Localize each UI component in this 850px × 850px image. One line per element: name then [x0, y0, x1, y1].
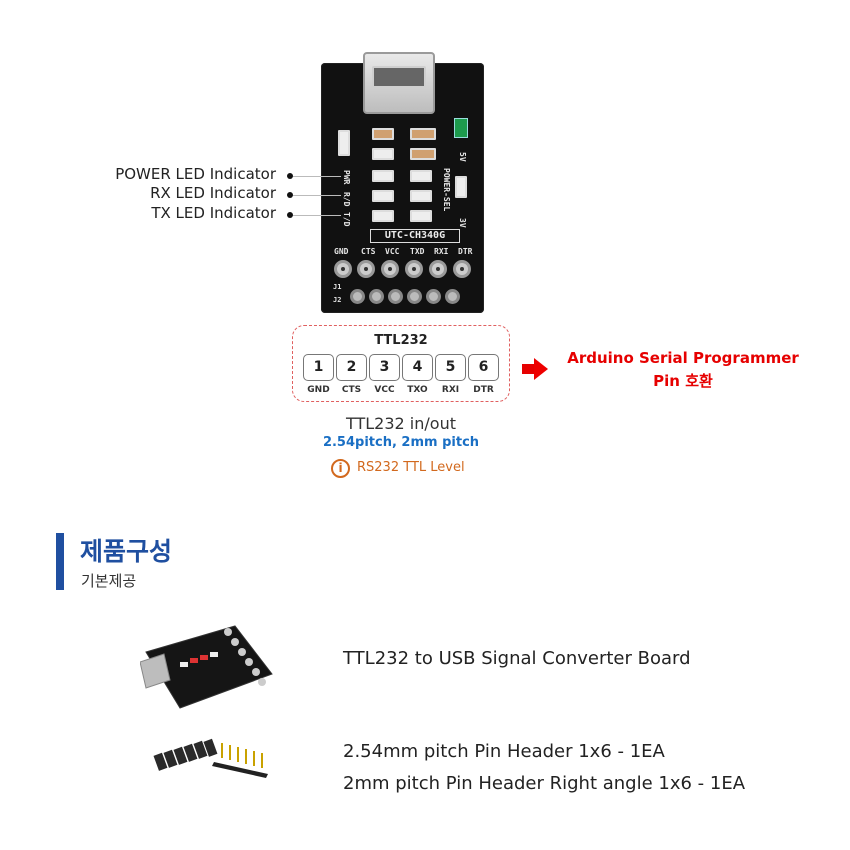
silk-5v-label: 5V	[458, 152, 467, 162]
section-subtitle: 기본제공	[81, 572, 137, 590]
compat-text-line2: Pin 호환	[653, 372, 713, 390]
component	[410, 148, 436, 160]
component	[372, 190, 394, 202]
component	[338, 130, 350, 156]
chip-label: UTC-CH340G	[370, 229, 460, 243]
component	[372, 210, 394, 222]
converter-board-image	[140, 625, 273, 709]
ttl232-pinout-box	[292, 325, 510, 402]
header-label-rxi: RXI	[434, 247, 449, 256]
callout-dot	[287, 212, 293, 218]
header-pad	[369, 289, 384, 304]
header-pad	[407, 289, 422, 304]
inout-text: TTL232 in/out	[346, 414, 456, 433]
pin-label: GND	[307, 385, 330, 395]
callout-tx-led: TX LED Indicator	[151, 204, 276, 222]
header-label-txd: TXD	[410, 247, 425, 256]
callout-power-led: POWER LED Indicator	[115, 165, 276, 183]
pin-label: VCC	[374, 385, 395, 395]
info-icon-glyph: i	[338, 461, 343, 475]
section-accent-bar	[56, 533, 64, 590]
component	[410, 128, 436, 140]
callout-wire	[293, 176, 341, 177]
pin-number: 2	[336, 354, 367, 381]
callout-rx-led: RX LED Indicator	[150, 184, 276, 202]
level-text: RS232 TTL Level	[357, 460, 465, 475]
header-pad	[429, 260, 447, 278]
header-label-dtr: DTR	[458, 247, 473, 256]
info-icon: i	[331, 459, 350, 478]
header-pad	[453, 260, 471, 278]
pin-number: 1	[303, 354, 334, 381]
pitch-text: 2.54pitch, 2mm pitch	[322, 435, 480, 450]
ttl232-title: TTL232	[374, 333, 428, 348]
pin-number: 6	[468, 354, 499, 381]
board-diagram: PWR R/D T/D 5V POWER-SEL 3V UTC-CH340G G…	[0, 0, 850, 320]
header-pad	[426, 289, 441, 304]
callout-dot	[287, 192, 293, 198]
callout-wire	[293, 195, 341, 196]
section-title: 제품구성	[80, 537, 173, 566]
header-label-gnd: GND	[334, 247, 349, 256]
silk-pwr-label: PWR	[342, 170, 351, 185]
pin-number: 5	[435, 354, 466, 381]
component	[410, 210, 432, 222]
silk-3v-label: 3V	[458, 218, 467, 228]
header-pad	[388, 289, 403, 304]
header-pad	[357, 260, 375, 278]
compat-text-line1: Arduino Serial Programmer	[567, 349, 799, 367]
silk-j1-label: J1	[333, 283, 342, 291]
pin-header-image	[153, 738, 268, 778]
component	[455, 176, 467, 198]
silk-rxd-label: R/D	[342, 192, 351, 207]
pin-label: TXO	[407, 385, 428, 395]
pin-label: DTR	[473, 385, 494, 395]
callout-dot	[287, 173, 293, 179]
component	[410, 190, 432, 202]
silk-j2-label: J2	[333, 296, 342, 304]
pin-label: RXI	[441, 385, 460, 395]
component	[372, 170, 394, 182]
header-label-vcc: VCC	[385, 247, 400, 256]
product-item-board: TTL232 to USB Signal Converter Board	[343, 648, 691, 669]
component	[372, 128, 394, 140]
component	[410, 170, 432, 182]
pin-number: 4	[402, 354, 433, 381]
product-item-header-1: 2.54mm pitch Pin Header 1x6 - 1EA	[343, 741, 665, 762]
pin-number: 3	[369, 354, 400, 381]
header-pad	[350, 289, 365, 304]
silk-txd-label: T/D	[342, 212, 351, 227]
component	[372, 148, 394, 160]
header-pad	[381, 260, 399, 278]
callout-wire	[293, 215, 341, 216]
silk-power-sel-label: POWER-SEL	[442, 168, 451, 212]
header-pad	[405, 260, 423, 278]
pin-label: CTS	[341, 385, 362, 395]
product-item-header-2: 2mm pitch Pin Header Right angle 1x6 - 1…	[343, 773, 746, 794]
usb-port	[372, 66, 426, 88]
header-pad	[445, 289, 460, 304]
header-label-cts: CTS	[361, 247, 376, 256]
led-component	[454, 118, 468, 138]
header-pad	[334, 260, 352, 278]
